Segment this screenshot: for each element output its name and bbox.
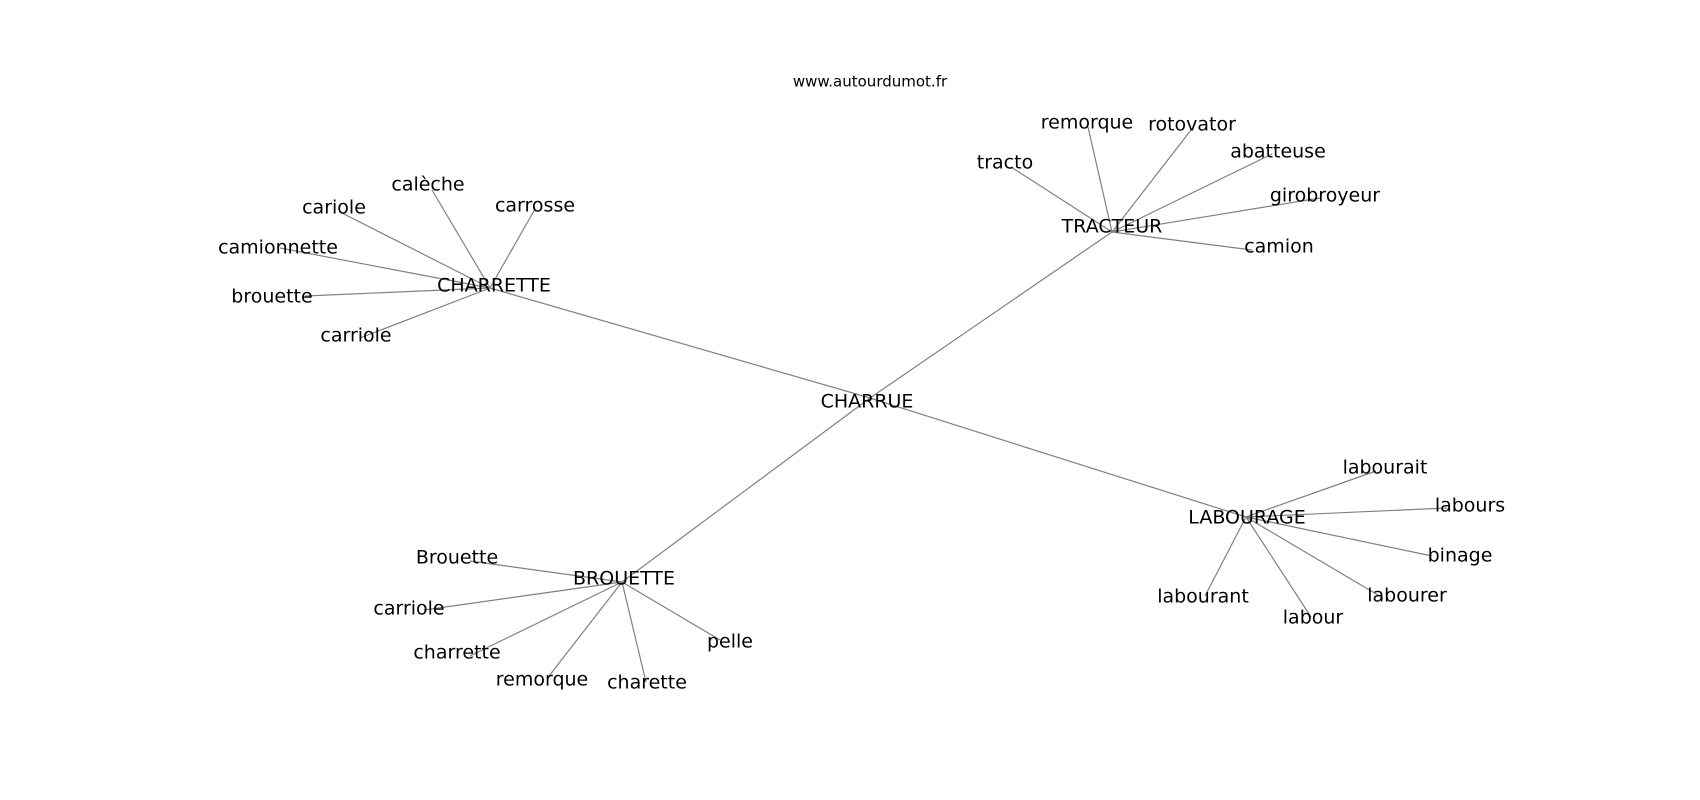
edge-root-brouette <box>621 397 871 583</box>
edge-labourage-word-2 <box>1245 516 1433 557</box>
edge-charrette-word-4 <box>304 287 491 297</box>
word-node-label: carriole <box>320 325 391 347</box>
word-node-label: girobroyeur <box>1270 185 1380 207</box>
word-node-label: charette <box>607 672 687 694</box>
hub-node-label-brouette: BROUETTE <box>573 568 675 590</box>
edge-brouette-word-1 <box>423 581 623 611</box>
word-node-label: rotovator <box>1148 114 1236 136</box>
word-node-label: carrosse <box>495 195 575 217</box>
word-node-label: binage <box>1428 545 1493 567</box>
word-node-label: brouette <box>231 286 312 308</box>
edge-brouette-word-0 <box>469 560 623 583</box>
word-node-label: labourant <box>1157 586 1249 608</box>
edge-tracteur-word-3 <box>1010 166 1113 233</box>
edge-tracteur-word-2 <box>1111 153 1273 233</box>
edge-charrette-word-5 <box>359 287 491 339</box>
word-node-label: tracto <box>977 152 1033 174</box>
edge-root-tracteur <box>869 231 1113 399</box>
word-node-label: remorque <box>1041 112 1134 134</box>
edge-root-charrette <box>489 287 871 399</box>
word-node-label: labours <box>1435 495 1505 517</box>
hub-node-label-charrette: CHARRETTE <box>437 275 551 297</box>
source-label: www.autourdumot.fr <box>793 73 948 91</box>
hub-node-label-labourage: LABOURAGE <box>1188 507 1305 529</box>
graph-labels: www.autourdumot.fr CHARRUE CHARRETTE calèc… <box>218 73 1505 694</box>
word-node-label: carriole <box>373 598 444 620</box>
edge-labourage-word-5 <box>1204 516 1247 597</box>
root-node-label: CHARRUE <box>821 391 914 413</box>
word-node-label: Brouette <box>416 547 498 569</box>
hub-node-label-tracteur: TRACTEUR <box>1061 216 1163 238</box>
edge-tracteur-word-5 <box>1111 231 1253 251</box>
edge-root-labourage <box>869 397 1247 518</box>
word-node-label: camionnette <box>218 237 338 259</box>
word-node-label: labourer <box>1367 585 1447 607</box>
word-node-label: camion <box>1244 236 1314 258</box>
edge-labourage-word-3 <box>1245 516 1384 599</box>
edge-brouette-word-4 <box>621 581 647 683</box>
edge-brouette-word-5 <box>621 581 721 641</box>
edge-labourage-word-1 <box>1245 507 1448 518</box>
edge-tracteur-word-4 <box>1111 197 1321 233</box>
edge-brouette-word-2 <box>469 581 623 657</box>
word-node-label: abatteuse <box>1230 141 1326 163</box>
word-node-label: pelle <box>707 631 753 653</box>
edge-tracteur-word-0 <box>1087 126 1113 233</box>
edge-tracteur-word-1 <box>1111 129 1192 233</box>
edge-labourage-word-4 <box>1245 516 1312 618</box>
graph-edges <box>279 126 1448 683</box>
edge-charrette-word-0 <box>431 189 491 289</box>
edge-charrette-word-3 <box>279 247 491 289</box>
word-node-label: calèche <box>391 174 464 196</box>
edge-charrette-word-1 <box>489 208 536 289</box>
word-node-label: charrette <box>413 642 500 664</box>
edge-labourage-word-0 <box>1245 470 1377 518</box>
word-node-label: labourait <box>1343 457 1428 479</box>
word-node-label: remorque <box>496 669 589 691</box>
word-node-label: cariole <box>302 197 366 219</box>
edge-brouette-word-3 <box>548 581 623 677</box>
word-node-label: labour <box>1283 607 1344 629</box>
edge-charrette-word-2 <box>339 211 491 289</box>
